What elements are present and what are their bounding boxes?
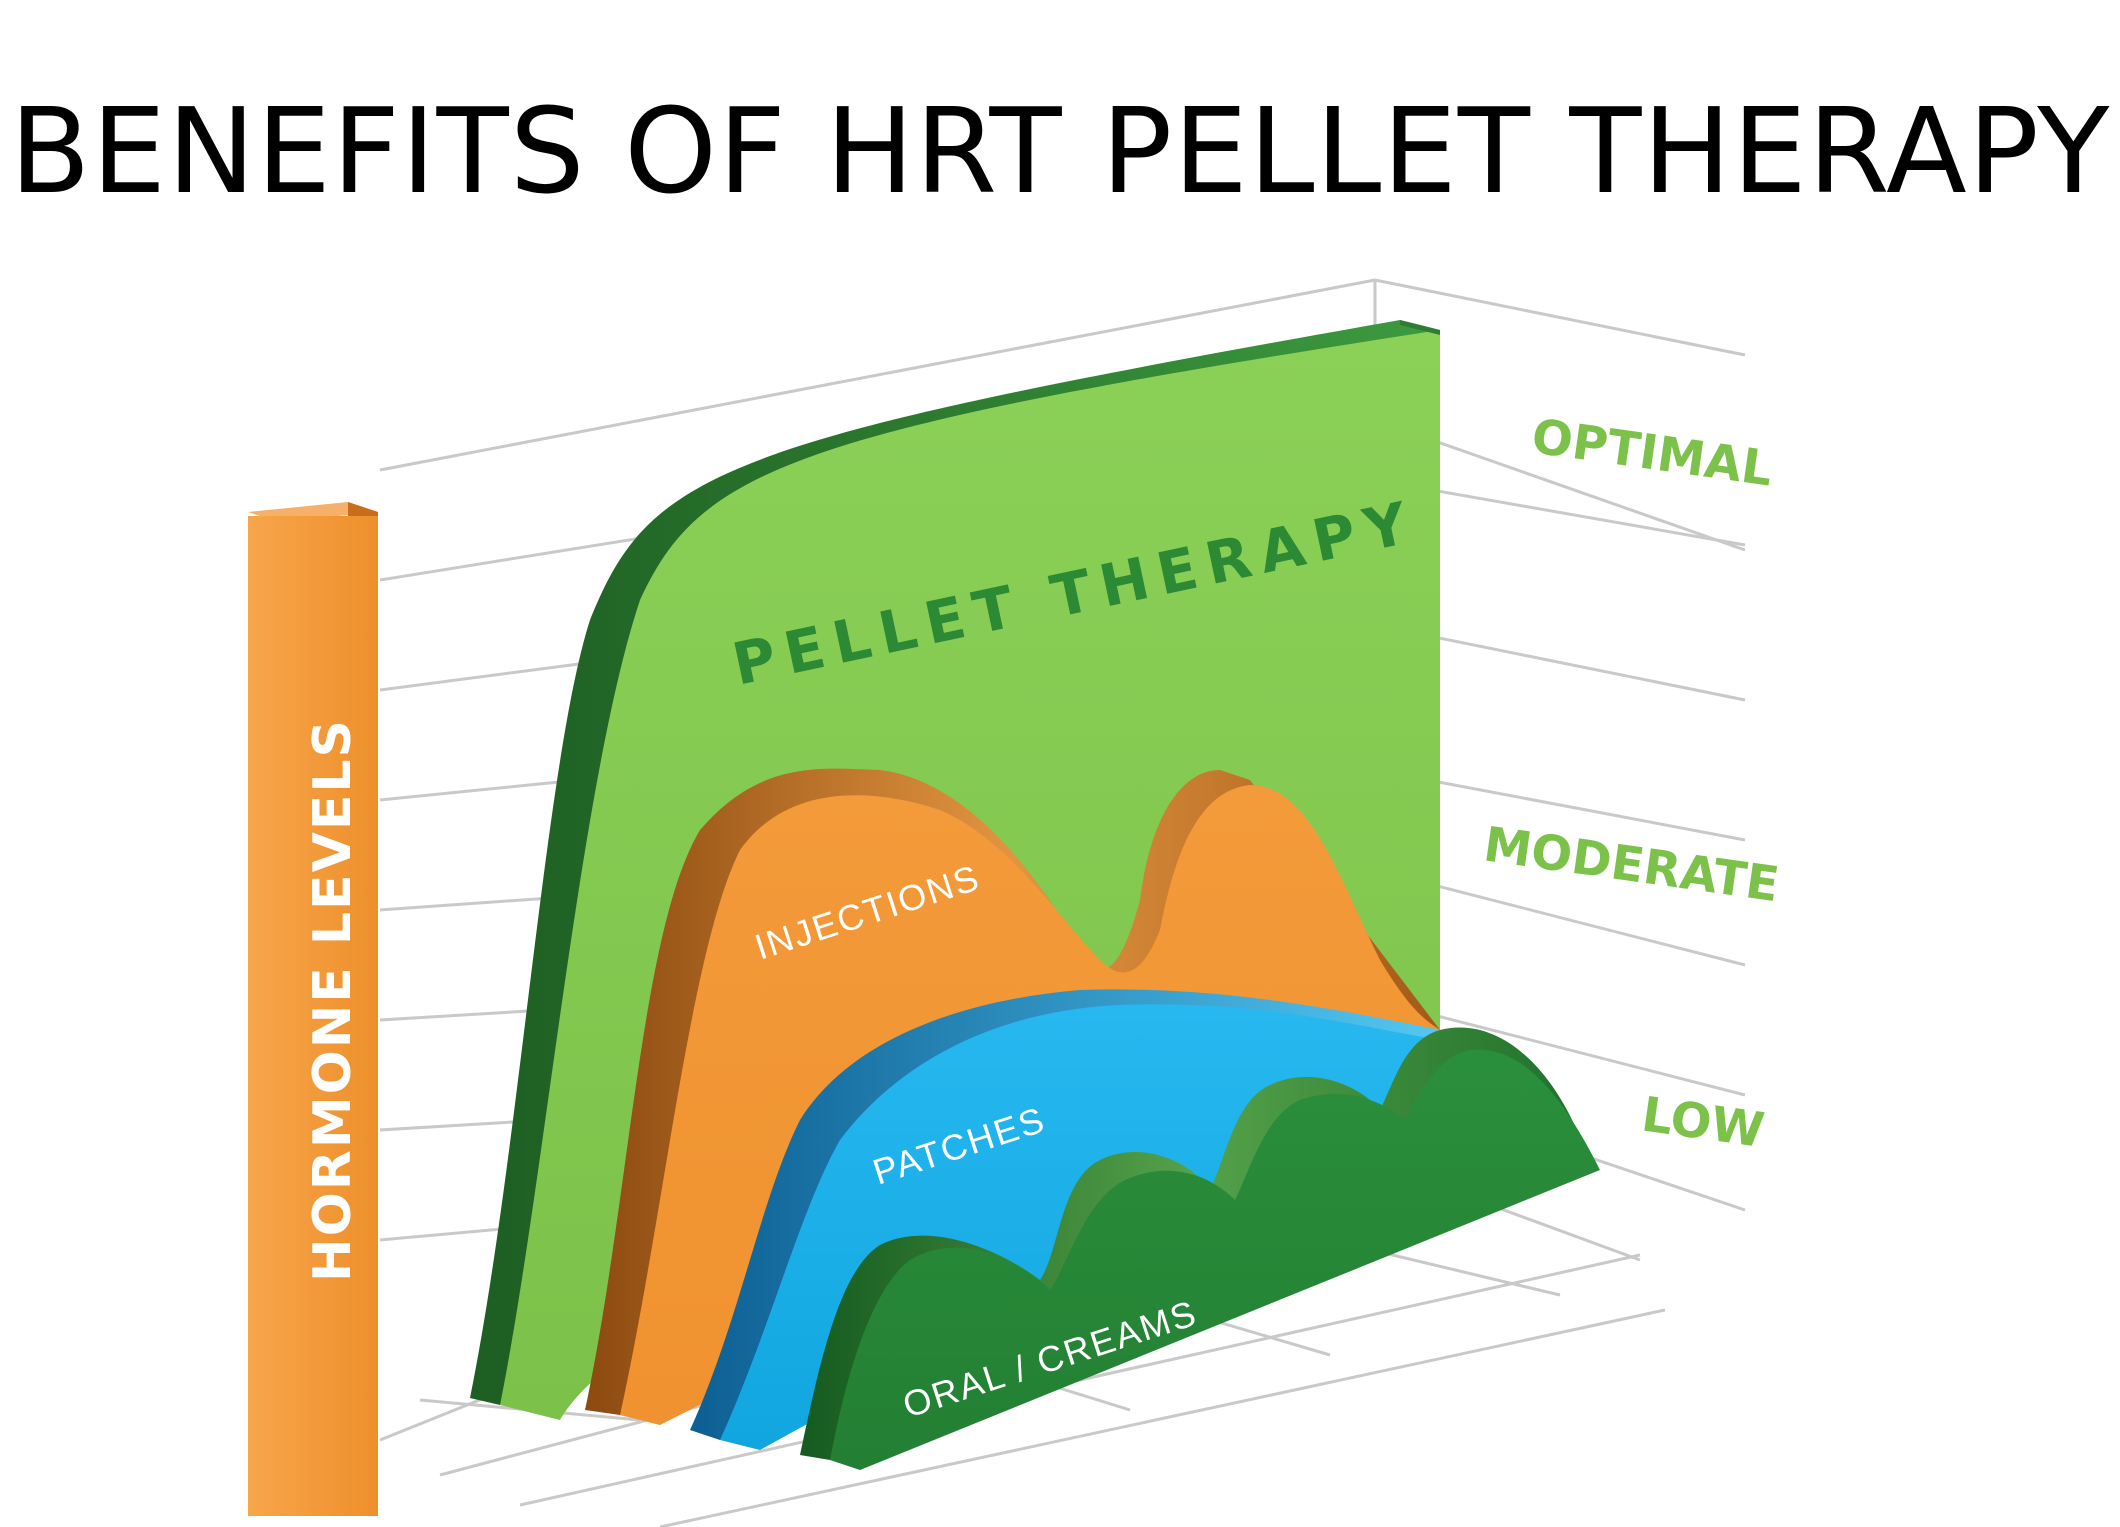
oral-front-face xyxy=(830,1049,1600,1470)
y-axis-bar-front xyxy=(248,516,378,1516)
y-axis-label: HORMONE LEVELS xyxy=(303,718,363,1282)
chart-title: BENEFITS OF HRT PELLET THERAPY xyxy=(9,82,2111,220)
level-labels: OPTIMAL MODERATE LOW xyxy=(1480,408,1782,1159)
pellet-top-edge xyxy=(1400,320,1440,335)
y-axis-bar: HORMONE LEVELS xyxy=(248,502,378,1516)
level-moderate: MODERATE xyxy=(1480,816,1782,913)
level-low: LOW xyxy=(1638,1086,1767,1159)
level-optimal: OPTIMAL xyxy=(1528,408,1776,497)
